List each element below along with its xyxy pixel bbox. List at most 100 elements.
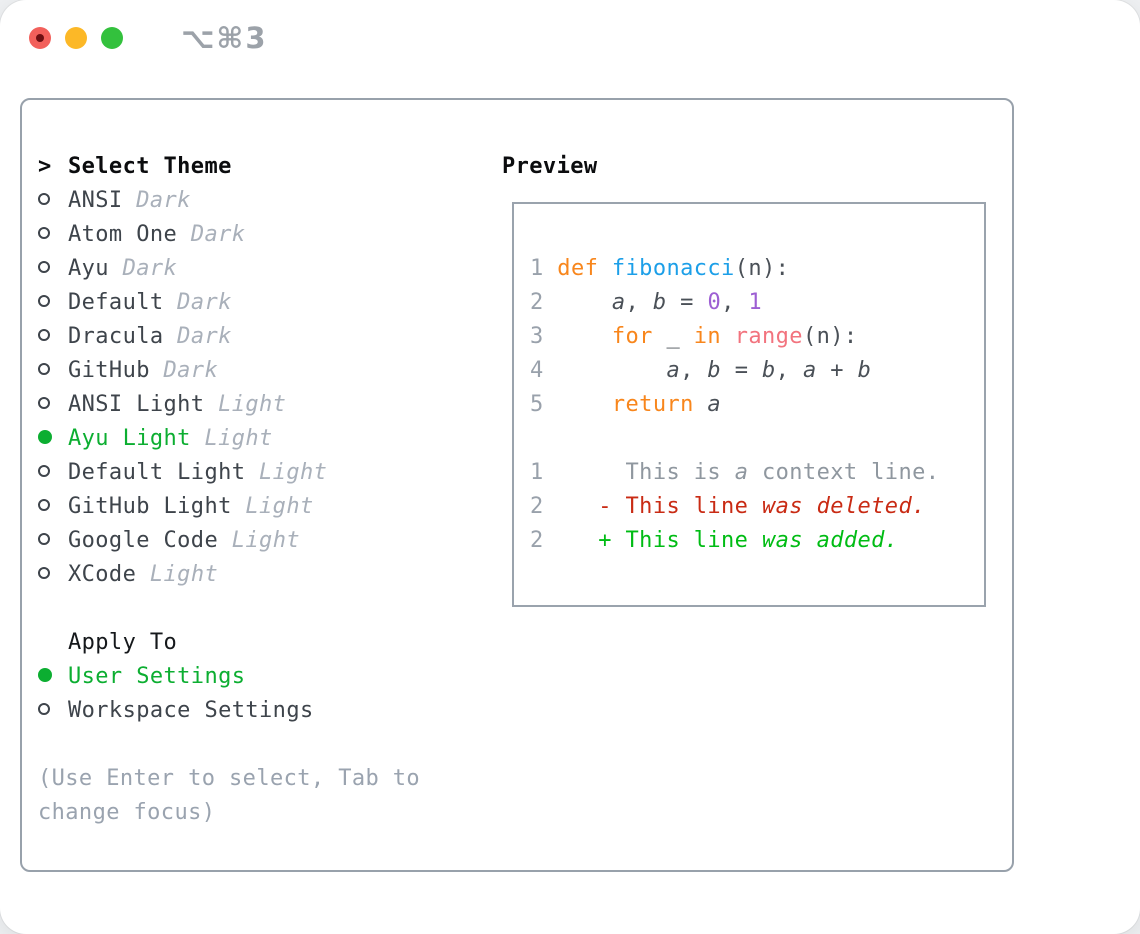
code-token: This is — [557, 460, 735, 485]
code-token: deleted. — [816, 494, 926, 519]
code-token: for — [611, 324, 653, 349]
theme-item-label: Ayu — [68, 256, 109, 281]
theme-item[interactable]: ANSI Dark — [38, 184, 420, 218]
minimize-button-icon[interactable] — [65, 27, 87, 49]
code-token — [721, 324, 735, 349]
radio-icon — [38, 184, 68, 218]
code-token: return — [611, 392, 694, 417]
code-token — [557, 290, 612, 315]
theme-variant-label: Dark — [122, 188, 191, 213]
theme-item[interactable]: Default Light Light — [38, 456, 420, 490]
radio-icon — [38, 456, 68, 490]
apply-option[interactable]: User Settings — [38, 660, 420, 694]
theme-item-label: Ayu Light — [68, 426, 191, 451]
theme-variant-label: Light — [218, 528, 300, 553]
apply-option[interactable]: Workspace Settings — [38, 694, 420, 728]
line-number: 3 — [530, 324, 558, 349]
code-token: , — [775, 358, 803, 383]
theme-item[interactable]: ANSI Light Light — [38, 388, 420, 422]
code-line: 4 a, b = b, a + b — [530, 354, 984, 388]
line-number: 2 — [530, 494, 558, 519]
code-token: - This line — [557, 494, 762, 519]
titlebar: ⌥⌘3 — [29, 21, 268, 55]
theme-variant-label: Light — [190, 426, 273, 451]
apply-option-label: User Settings — [68, 664, 246, 689]
radio-icon — [38, 524, 68, 558]
code-token: b — [707, 358, 722, 383]
theme-item-label: Google Code — [68, 528, 219, 553]
code-token — [803, 494, 817, 519]
code-token: + — [816, 358, 858, 383]
code-token: a — [734, 460, 749, 485]
apply-option-label: Workspace Settings — [68, 698, 314, 723]
theme-item-label: XCode — [68, 562, 137, 587]
theme-item[interactable]: Ayu Dark — [38, 252, 420, 286]
theme-item-label: Default — [68, 290, 164, 315]
code-line: 2 - This line was deleted. — [530, 490, 984, 524]
code-token: added. — [816, 528, 899, 553]
theme-item[interactable]: Ayu Light Light — [38, 422, 420, 456]
code-token: + This line — [557, 528, 762, 553]
hint-line-2: change focus) — [38, 800, 216, 825]
theme-item-label: GitHub Light — [68, 494, 232, 519]
code-token: b — [857, 358, 872, 383]
radio-icon — [38, 694, 68, 728]
code-token: 1 — [748, 290, 763, 315]
code-token: fibonacci — [611, 256, 735, 281]
code-preview-box: 1 def fibonacci(n): 2 a, b = 0, 1 3 for _ … — [512, 202, 986, 607]
theme-variant-label: Light — [136, 562, 219, 587]
code-token: was — [761, 528, 803, 553]
code-token: = — [666, 290, 708, 315]
close-button-icon[interactable] — [29, 27, 51, 49]
line-number: 5 — [530, 392, 558, 417]
theme-variant-label: Dark — [163, 324, 232, 349]
code-token: (n): — [734, 256, 790, 281]
spacer — [38, 728, 420, 762]
theme-item-label: GitHub — [68, 358, 150, 383]
theme-item-label: ANSI Light — [68, 392, 205, 417]
line-number: 2 — [530, 528, 558, 553]
theme-item[interactable]: XCode Light — [38, 558, 420, 592]
code-token: context line. — [748, 460, 940, 485]
theme-item[interactable]: Dracula Dark — [38, 320, 420, 354]
code-token — [557, 324, 612, 349]
code-token: 0 — [707, 290, 722, 315]
code-token: b — [652, 290, 667, 315]
radio-icon — [38, 490, 68, 524]
code-line: 2 + This line was added. — [530, 524, 984, 558]
theme-item-label: Dracula — [68, 324, 164, 349]
code-line: 1 This is a context line. — [530, 456, 984, 490]
code-token — [557, 358, 666, 383]
line-number: 1 — [530, 256, 558, 281]
theme-item[interactable]: Google Code Light — [38, 524, 420, 558]
theme-variant-label: Light — [231, 494, 314, 519]
theme-item[interactable]: Default Dark — [38, 286, 420, 320]
code-token: , — [721, 290, 749, 315]
hint-line-1: (Use Enter to select, Tab to — [38, 766, 421, 791]
zoom-button-icon[interactable] — [101, 27, 123, 49]
theme-item-label: Atom One — [68, 222, 178, 247]
code-token: range — [734, 324, 803, 349]
radio-icon — [38, 286, 68, 320]
line-number: 2 — [530, 290, 558, 315]
code-token: a — [707, 392, 722, 417]
code-line: 3 for _ in range(n): — [530, 320, 984, 354]
theme-item[interactable]: Atom One Dark — [38, 218, 420, 252]
theme-item[interactable]: GitHub Dark — [38, 354, 420, 388]
code-token: , — [625, 290, 653, 315]
theme-variant-label: Dark — [177, 222, 246, 247]
code-token: in — [693, 324, 722, 349]
code-token: def — [557, 256, 612, 281]
theme-variant-label: Light — [204, 392, 287, 417]
code-token — [694, 392, 708, 417]
code-token: a — [611, 290, 626, 315]
radio-icon — [38, 218, 68, 252]
radio-icon — [38, 388, 68, 422]
theme-item[interactable]: GitHub Light Light — [38, 490, 420, 524]
radio-icon — [38, 558, 68, 592]
sidebar-title: Select Theme — [68, 154, 232, 179]
